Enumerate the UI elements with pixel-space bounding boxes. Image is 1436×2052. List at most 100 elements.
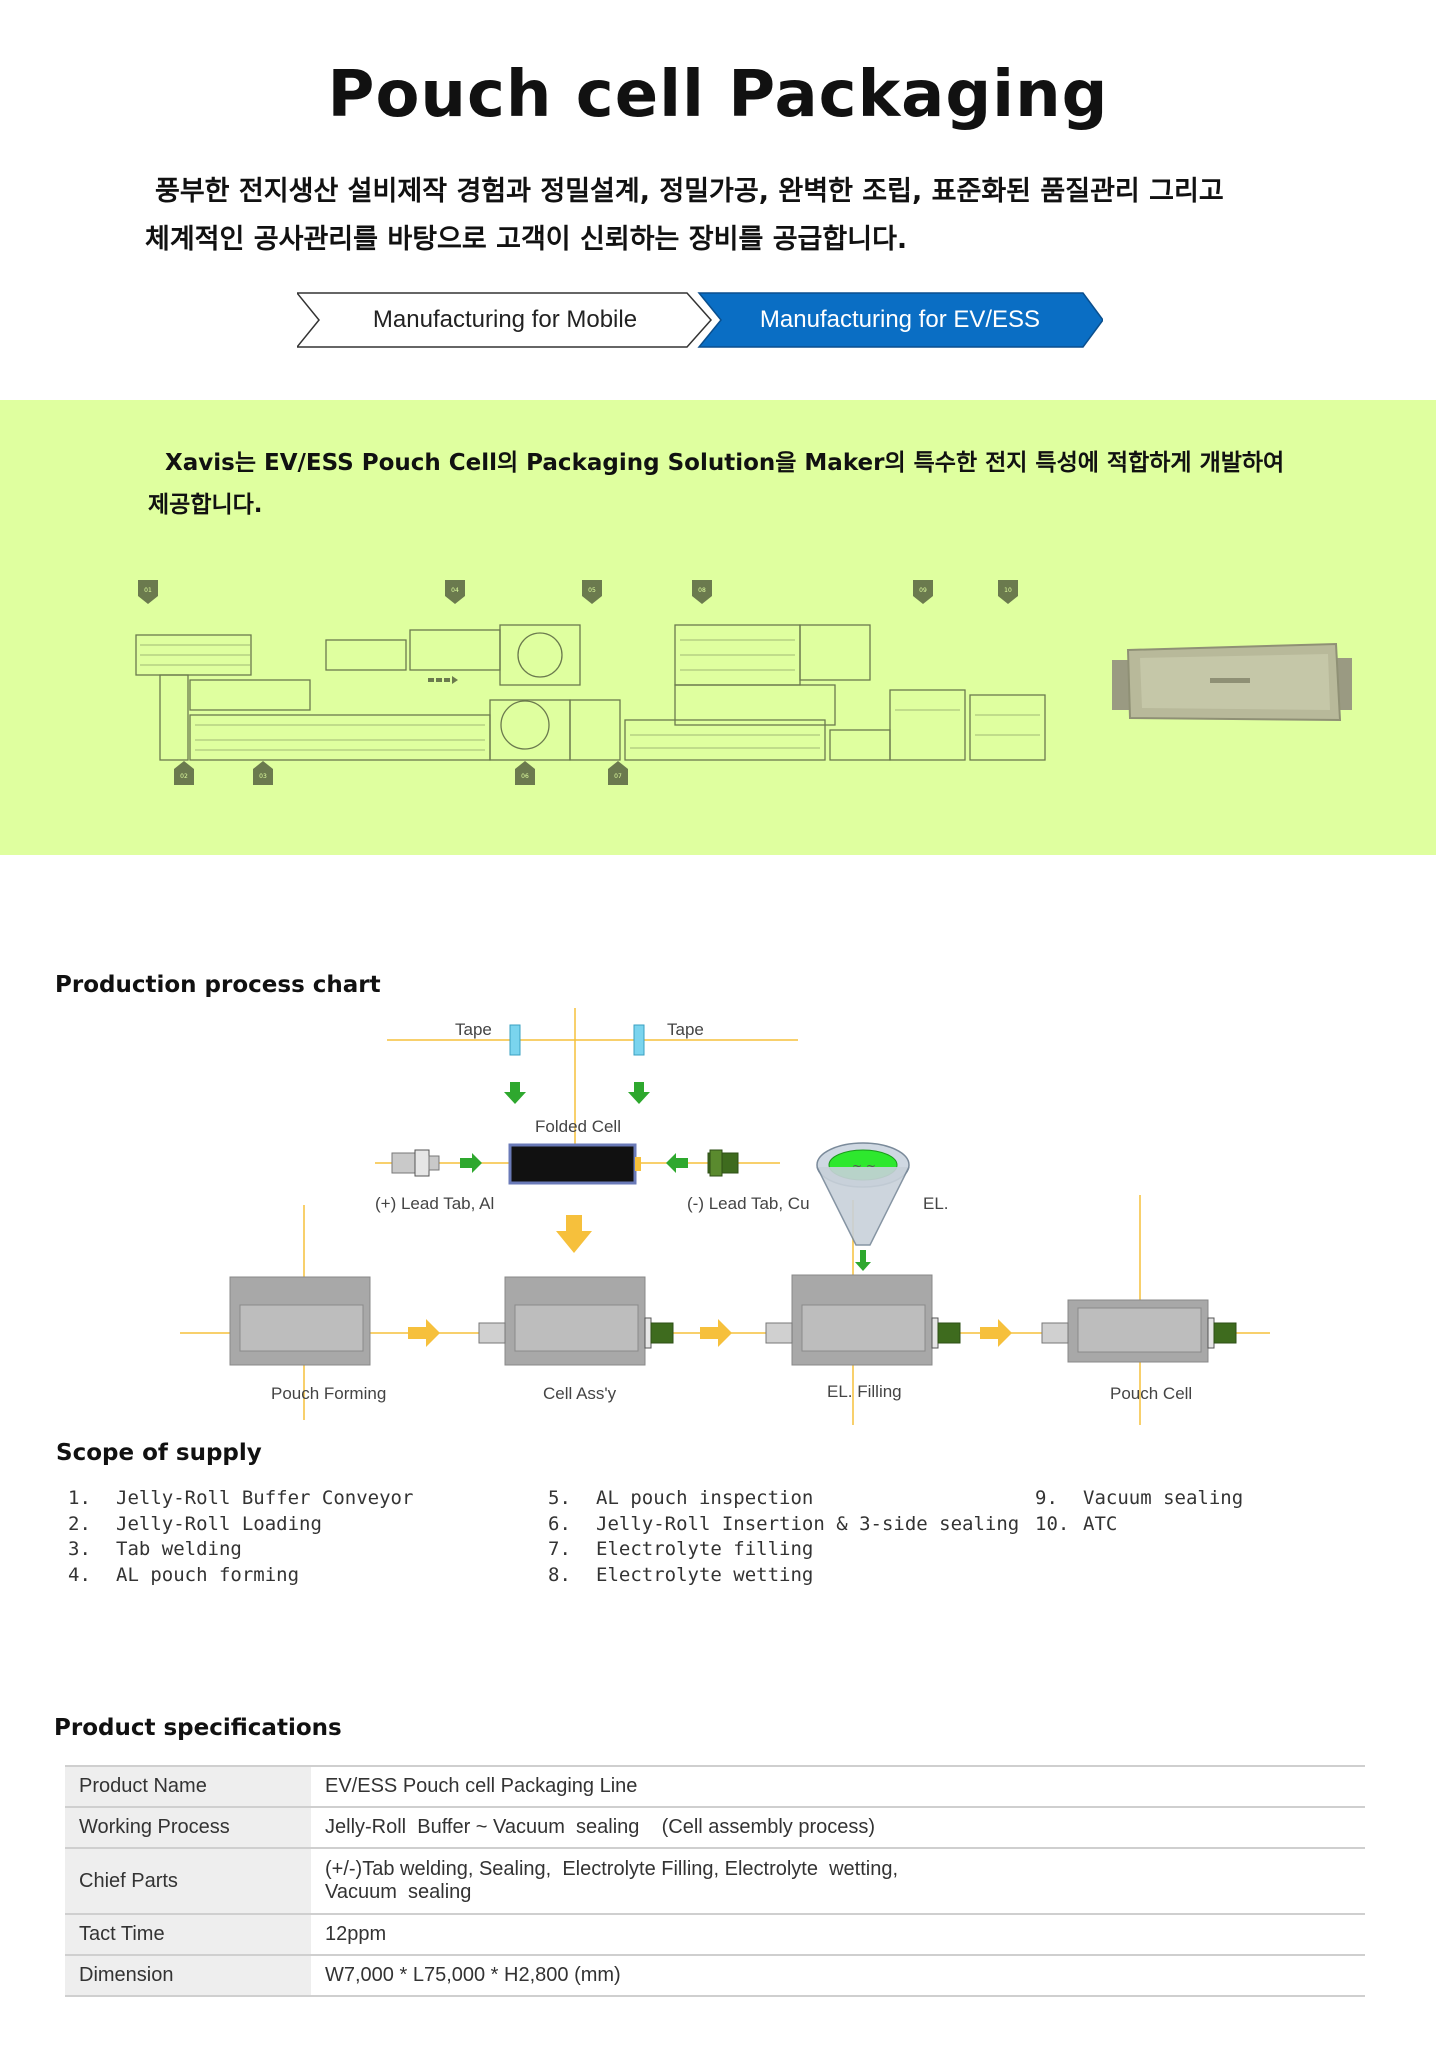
tab-ev-ess-shape [697, 292, 1103, 348]
label-tape-left: Tape [455, 1020, 492, 1039]
svg-text:~ ~: ~ ~ [852, 1159, 876, 1173]
spec-value: (+/-)Tab welding, Sealing, Electrolyte F… [311, 1848, 1365, 1915]
marker-bottom [174, 761, 194, 785]
folded-cell [508, 1143, 637, 1185]
scope-item: 5.AL pouch inspection [548, 1487, 814, 1509]
equipment-layout-plan: 01 04 05 08 09 10 02 03 06 07 [135, 580, 1046, 785]
tab-mobile[interactable]: Manufacturing for Mobile [372, 306, 638, 333]
scope-item: 2.Jelly-Roll Loading [68, 1513, 322, 1535]
plan-block [159, 674, 189, 761]
marker-label: 08 [698, 587, 706, 594]
plan-block [624, 719, 826, 761]
marker-label: 07 [614, 773, 622, 780]
plan-block [799, 624, 871, 681]
plan-block [569, 699, 621, 761]
solution-band [0, 400, 1436, 855]
arrow-left-icon [666, 1153, 688, 1173]
label-folded-cell: Folded Cell [535, 1117, 621, 1136]
table-row: Working Process Jelly-Roll Buffer ~ Vacu… [65, 1807, 1365, 1849]
spec-key: Tact Time [65, 1914, 311, 1956]
scope-list: 1.Jelly-Roll Buffer Conveyor 2.Jelly-Rol… [68, 1487, 1368, 1597]
station-pouch-cell [1041, 1299, 1237, 1363]
scope-item: 7.Electrolyte filling [548, 1538, 814, 1560]
plan-block [189, 714, 491, 761]
table-row: Tact Time 12ppm [65, 1914, 1365, 1956]
label-lead-tab-al: (+) Lead Tab, Al [375, 1194, 494, 1213]
intro-line-1: 풍부한 전지생산 설비제작 경험과 정밀설계, 정밀가공, 완벽한 조립, 표준… [155, 176, 1224, 207]
specs-title: Product specifications [54, 1715, 342, 1741]
plan-station-markers [138, 580, 1018, 785]
plan-block [969, 694, 1046, 761]
pouch-cell-image [1112, 642, 1352, 722]
table-row: Dimension W7,000 * L75,000 * H2,800 (mm) [65, 1955, 1365, 1997]
spec-value: W7,000 * L75,000 * H2,800 (mm) [311, 1955, 1365, 1997]
marker-bottom [608, 761, 628, 785]
arrow-down-icon [556, 1215, 592, 1253]
scope-item: 9.Vacuum sealing [1035, 1487, 1244, 1509]
band-text-line-2: 제공합니다. [148, 492, 263, 518]
station-pouch-forming [229, 1276, 371, 1366]
scope-item: 6.Jelly-Roll Insertion & 3-side sealing [548, 1513, 1020, 1535]
marker-bottom [253, 761, 273, 785]
marker-top [692, 580, 712, 604]
spec-table: Product Name EV/ESS Pouch cell Packaging… [65, 1765, 1365, 1997]
spec-key: Dimension [65, 1955, 311, 1997]
scope-title: Scope of supply [56, 1440, 262, 1466]
arrow-down-icon [855, 1250, 871, 1271]
label-cell-assy: Cell Ass'y [543, 1384, 617, 1403]
band-text-line-1: Xavis는 EV/ESS Pouch Cell의 Packaging Solu… [165, 450, 1285, 476]
tape-roll-left [509, 1024, 521, 1056]
arrow-right-icon [460, 1153, 482, 1173]
station-el-filling [765, 1274, 961, 1366]
label-lead-tab-cu: (-) Lead Tab, Cu [687, 1194, 810, 1213]
marker-label: 10 [1004, 587, 1012, 594]
table-row: Chief Parts (+/-)Tab welding, Sealing, E… [65, 1848, 1365, 1915]
label-pouch-forming: Pouch Forming [271, 1384, 386, 1403]
spec-value: EV/ESS Pouch cell Packaging Line [311, 1766, 1365, 1808]
process-chart-title: Production process chart [55, 972, 381, 998]
marker-label: 09 [919, 587, 927, 594]
plan-block [135, 634, 252, 676]
spec-value: 12ppm [311, 1914, 1365, 1956]
scope-item: 1.Jelly-Roll Buffer Conveyor [68, 1487, 414, 1509]
plan-block [829, 729, 891, 761]
production-process-chart: ~ ~ Tape Tape Folded Cell (+) Lead Tab, … [180, 1008, 1270, 1425]
marker-top [998, 580, 1018, 604]
tab-ev-ess[interactable]: Manufacturing for EV/ESS [759, 306, 1041, 333]
arrow-down-icon [504, 1082, 526, 1104]
label-pouch-cell: Pouch Cell [1110, 1384, 1192, 1403]
spec-value: Jelly-Roll Buffer ~ Vacuum sealing (Cell… [311, 1807, 1365, 1849]
marker-top [913, 580, 933, 604]
plan-rotary [517, 632, 563, 678]
marker-label: 05 [588, 587, 596, 594]
plan-block [889, 689, 966, 761]
plan-block [325, 639, 407, 671]
marker-top [138, 580, 158, 604]
spec-value-line: Vacuum sealing [325, 1881, 472, 1903]
station-cell-assy [478, 1276, 674, 1366]
marker-top [445, 580, 465, 604]
plan-rotary [500, 700, 550, 750]
tab-shapes [297, 292, 1103, 348]
plan-block [189, 679, 311, 711]
marker-label: 01 [144, 587, 152, 594]
scope-item: 10.ATC [1035, 1513, 1118, 1535]
spec-key: Chief Parts [65, 1848, 311, 1915]
label-el: EL. [923, 1194, 949, 1213]
arrow-right-icon [980, 1319, 1012, 1347]
spec-value-line: (+/-)Tab welding, Sealing, Electrolyte F… [325, 1858, 899, 1880]
label-el-filling: EL. Filling [827, 1382, 902, 1401]
scope-item: 3.Tab welding [68, 1538, 242, 1560]
marker-label: 04 [451, 587, 459, 594]
page-title: Pouch cell Packaging [327, 58, 1109, 132]
plan-block [499, 624, 581, 686]
marker-label: 03 [259, 773, 267, 780]
marker-top [582, 580, 602, 604]
arrow-down-icon [628, 1082, 650, 1104]
arrow-right-icon [408, 1319, 440, 1347]
arrow-right-icon [700, 1319, 732, 1347]
plan-block [409, 629, 501, 671]
spec-key: Product Name [65, 1766, 311, 1808]
tab-bar: Manufacturing for Mobile Manufacturing f… [297, 292, 1103, 348]
marker-label: 02 [180, 773, 188, 780]
